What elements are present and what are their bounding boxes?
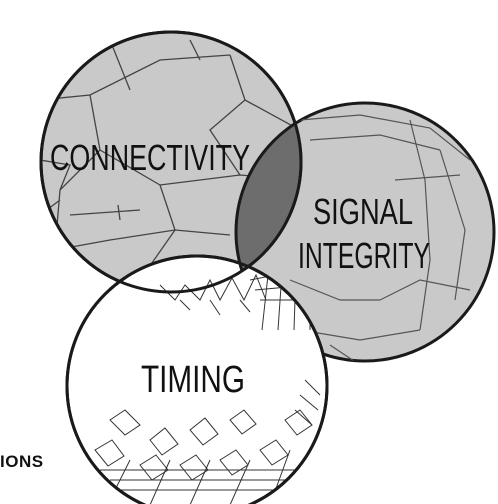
footer-text: IONS bbox=[0, 452, 44, 471]
integrity-label: INTEGRITY bbox=[298, 235, 430, 276]
signal-label: SIGNAL bbox=[313, 191, 413, 232]
circle-outlines bbox=[39, 30, 329, 504]
timing-label: TIMING bbox=[141, 359, 245, 401]
connectivity-label: CONNECTIVITY bbox=[50, 137, 250, 178]
